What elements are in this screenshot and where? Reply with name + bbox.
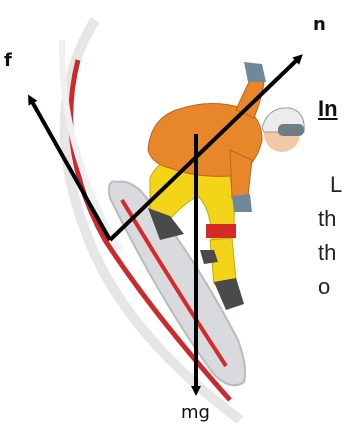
side-line-3: th	[318, 236, 336, 270]
normal-force-label: n	[313, 14, 326, 35]
snowboarder-head	[262, 108, 304, 152]
friction-label: f	[4, 50, 12, 71]
gravity-label: mg	[181, 402, 210, 423]
side-line-4: o	[318, 270, 330, 304]
side-line-2: th	[318, 202, 336, 236]
side-title-fragment: In	[318, 96, 338, 122]
side-line-1: L	[330, 168, 342, 202]
